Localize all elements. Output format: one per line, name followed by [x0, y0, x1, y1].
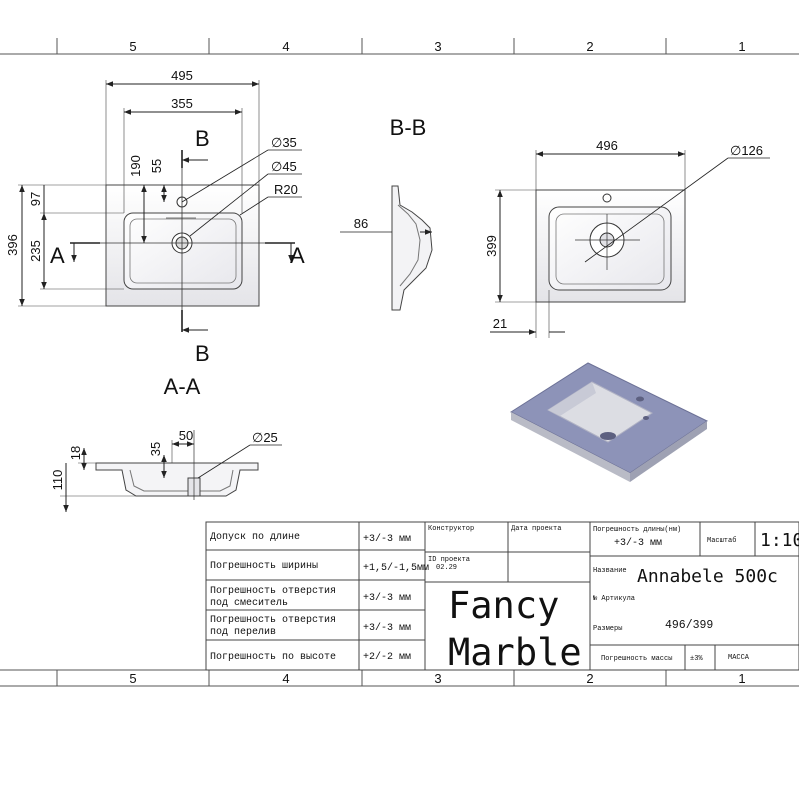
tb-project-id-value: 02.29	[436, 564, 457, 572]
tb-project-id-label: ID проекта	[428, 556, 470, 564]
title-block-text: Допуск по длине +3/-3 мм Погрешность шир…	[210, 525, 799, 674]
tb-row-4-label-1: Погрешность отверстия	[210, 615, 336, 626]
section-title-bb: B-B	[390, 115, 427, 140]
dim-496: 496	[596, 138, 618, 153]
dim-86: 86	[354, 216, 368, 231]
tb-constructor-label: Конструктор	[428, 525, 474, 533]
zone-label-3-bottom: 3	[434, 671, 441, 686]
zone-label-5: 5	[129, 39, 136, 54]
zone-label-1-bottom: 1	[738, 671, 745, 686]
zone-label-3: 3	[434, 39, 441, 54]
tb-row-3-value: +3/-3 мм	[363, 592, 411, 604]
section-mark-b-top: B	[195, 126, 210, 151]
tb-sizes-value: 496/399	[665, 619, 713, 632]
brand-line-2: Marble	[448, 631, 582, 674]
tb-project-date-label: Дата проекта	[511, 525, 561, 533]
tb-length-tol-value: +3/-3 мм	[614, 537, 662, 549]
section-title-aa: A-A	[164, 374, 201, 399]
zone-label-2-bottom: 2	[586, 671, 593, 686]
tb-row-5-label: Погрешность по высоте	[210, 652, 336, 663]
section-bb-view: B-B 86	[340, 115, 433, 311]
tb-row-1-label: Допуск по длине	[210, 532, 300, 543]
tb-row-5-value: +2/-2 мм	[363, 651, 411, 663]
frame-zone-labels-top: 5 4 3 2 1	[129, 39, 745, 54]
frame-zone-labels-bottom: 5 4 3 2 1	[129, 671, 745, 686]
section-mark-a-right: A	[290, 243, 305, 268]
zone-label-2: 2	[586, 39, 593, 54]
tb-mass-tol-label: Погрешность массы	[601, 655, 672, 663]
tb-row-2-value: +1,5/-1,5мм	[363, 562, 429, 574]
zone-label-4-bottom: 4	[282, 671, 289, 686]
top-view: 495 355 396 235 97 190 55 ∅35 ∅45 R20	[5, 68, 305, 399]
right-view: 496 399 ∅126 21	[484, 138, 770, 338]
isometric-render	[509, 362, 708, 482]
dim-21: 21	[493, 316, 507, 331]
tb-row-3-label-1: Погрешность отверстия	[210, 586, 336, 597]
dim-110: 110	[50, 470, 65, 491]
dim-18: 18	[68, 446, 83, 460]
title-block	[205, 521, 799, 671]
section-mark-a-left: A	[50, 243, 65, 268]
tb-row-2-label: Погрешность ширины	[210, 561, 318, 572]
dim-dia-45: ∅45	[271, 159, 297, 174]
right-view-tap-hole	[602, 193, 612, 203]
zone-label-1: 1	[738, 39, 745, 54]
brand-line-1: Fancy	[448, 584, 559, 627]
dim-dia-126: ∅126	[730, 143, 763, 158]
tb-scale-value: 1:10	[760, 530, 799, 551]
tb-row-4-value: +3/-3 мм	[363, 622, 411, 634]
dim-97: 97	[28, 192, 43, 206]
section-bb-profile	[391, 185, 433, 311]
top-view-bowl-inner	[129, 218, 237, 284]
tb-name-label: Название	[593, 567, 627, 575]
dim-dia-25: ∅25	[252, 430, 278, 445]
dim-dia-35: ∅35	[271, 135, 297, 150]
dim-r20: R20	[274, 182, 298, 197]
dim-396: 396	[5, 234, 20, 256]
zone-label-4: 4	[282, 39, 289, 54]
tb-row-4-label-2: под перелив	[210, 627, 276, 638]
dim-190: 190	[128, 155, 143, 177]
tb-article-label: № Артикула	[593, 595, 635, 603]
dim-355: 355	[171, 96, 193, 111]
zone-label-5-bottom: 5	[129, 671, 136, 686]
dim-235: 235	[28, 240, 43, 262]
tb-name-value: Annabele 500c	[637, 566, 778, 587]
render-drain	[600, 432, 616, 440]
dim-50: 50	[179, 428, 193, 443]
tb-row-3-label-2: под смеситель	[210, 598, 288, 609]
tb-mass-tol-value: ±3%	[690, 655, 703, 663]
dim-35-aa: 35	[148, 442, 163, 456]
dim-55: 55	[149, 159, 164, 173]
dim-495: 495	[171, 68, 193, 83]
render-tap-hole	[636, 396, 644, 402]
section-aa-view: 50 35 18 110 ∅25	[50, 428, 282, 512]
tb-sizes-label: Размеры	[593, 625, 622, 633]
section-mark-b-bottom: B	[195, 341, 210, 366]
tb-length-tol-label: Погрешность длины(нм)	[593, 526, 681, 534]
tb-row-1-value: +3/-3 мм	[363, 533, 411, 545]
tb-scale-label: Масштаб	[707, 536, 736, 545]
tb-mass-label: МАССА	[728, 654, 750, 662]
dim-399: 399	[484, 235, 499, 257]
